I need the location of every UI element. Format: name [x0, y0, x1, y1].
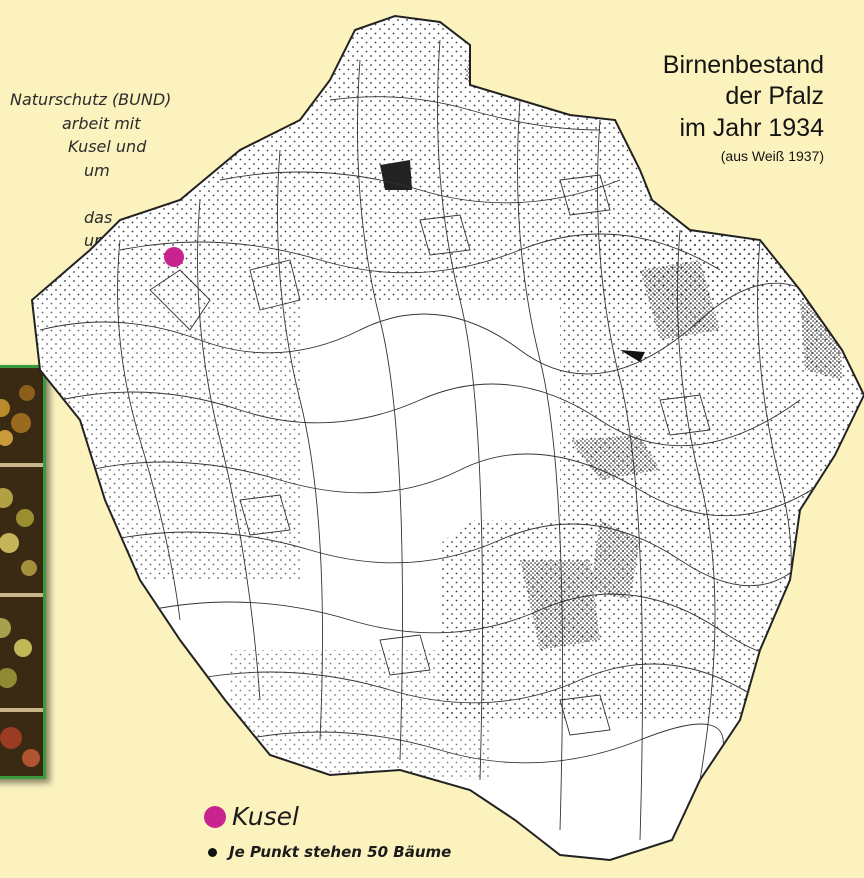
title-line: Birnenbestand — [662, 51, 824, 79]
intro-line: das — [84, 207, 113, 227]
marker-dot-icon — [204, 805, 226, 828]
legend-kusel: Kusel — [204, 802, 299, 831]
legend-dot-meaning: Je Punkt stehen 50 Bäume — [208, 843, 451, 861]
intro-text: Naturschutz (BUND) arbeit mit Kusel und … — [0, 88, 250, 253]
intro-line: Naturschutz (BUND) — [10, 90, 172, 109]
intro-line: arbeit mit — [62, 113, 141, 133]
legend-dot-label: Je Punkt stehen 50 Bäume — [229, 843, 452, 861]
fruit-shelf-photo — [0, 365, 46, 779]
intro-line: um — [84, 160, 110, 180]
intro-line: Kusel und — [68, 137, 147, 156]
map-title: Birnenbestand der Pfalz im Jahr 1934 (au… — [663, 50, 824, 167]
title-source: (aus Weiß 1937) — [720, 148, 824, 164]
fruit-icon — [0, 385, 40, 767]
kusel-location-marker — [164, 247, 184, 267]
dot-icon — [208, 847, 217, 857]
title-line: im Jahr 1934 — [679, 114, 824, 142]
title-line: der Pfalz — [725, 82, 824, 110]
legend-kusel-label: Kusel — [232, 802, 299, 831]
